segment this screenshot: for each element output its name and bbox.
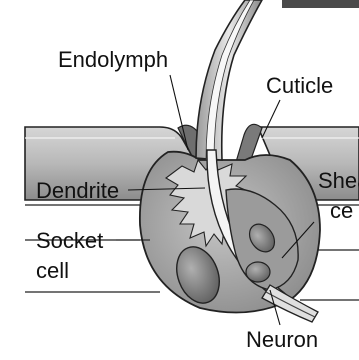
label-endolymph: Endolymph bbox=[58, 47, 168, 72]
corner-shadow bbox=[282, 0, 359, 8]
label-cuticle: Cuticle bbox=[266, 73, 333, 98]
label-dendrite: Dendrite bbox=[36, 178, 119, 203]
label-socket-cell-line2: cell bbox=[36, 258, 69, 283]
neuron-nucleus bbox=[246, 262, 270, 282]
label-socket-cell-line1: Socket bbox=[36, 228, 103, 253]
label-sheath-cell-line2: ce bbox=[330, 198, 353, 223]
label-neuron: Neuron bbox=[246, 327, 318, 352]
label-sheath-cell-line1: Sheath bbox=[318, 168, 359, 193]
